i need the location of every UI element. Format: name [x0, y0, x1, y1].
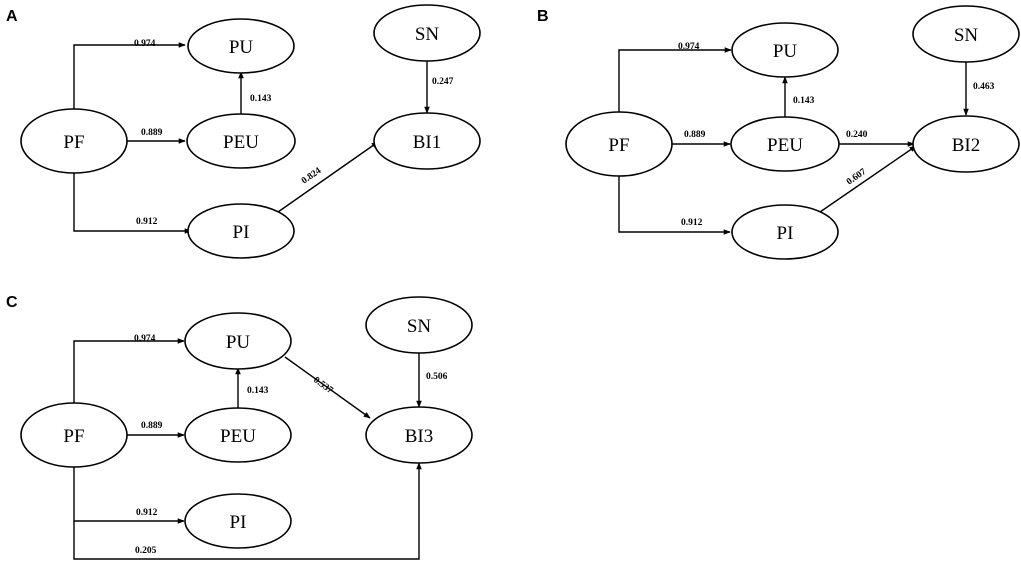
- node-bi: [365, 406, 473, 464]
- node-pu: [184, 312, 292, 370]
- edge-label-pf-peu: 0.889: [684, 130, 706, 140]
- node-label-pf: PF: [608, 135, 629, 156]
- edge-label-pf-bi: 0.205: [135, 546, 157, 556]
- node-pf: [20, 108, 128, 174]
- edge-pf-pi: [73, 172, 192, 234]
- node-label-pi: PI: [777, 223, 794, 244]
- node-pi: [184, 493, 292, 549]
- node-sn: [373, 4, 481, 62]
- node-label-pi: PI: [230, 512, 247, 533]
- edge-label-peu-pu: 0.143: [250, 94, 272, 104]
- edge-pf-pu: [73, 42, 186, 109]
- node-label-peu: PEU: [220, 426, 256, 447]
- node-pu: [187, 18, 295, 74]
- node-label-pu: PU: [229, 37, 254, 58]
- edge-label-pi-bi: 0.607: [845, 167, 868, 188]
- node-peu: [184, 407, 292, 463]
- node-pi: [187, 203, 295, 259]
- node-bi: [373, 112, 481, 170]
- node-label-sn: SN: [415, 24, 440, 45]
- edge-pf-pi: [618, 175, 731, 235]
- edge-label-pf-peu: 0.889: [141, 421, 163, 431]
- node-pu: [731, 22, 839, 78]
- node-label-bi: BI3: [405, 426, 434, 447]
- edge-label-peu-pu: 0.143: [793, 96, 815, 106]
- panel-a: A 0.974 0.889 0.143 0.912 0.247 0.824 PF…: [6, 4, 481, 259]
- node-peu: [730, 116, 840, 172]
- node-label-sn: SN: [954, 25, 979, 46]
- panel-b: B 0.974 0.889 0.143 0.912 0.463 0.240 0.…: [537, 5, 1020, 260]
- edge-pi-bi: [819, 145, 917, 213]
- node-label-sn: SN: [407, 316, 432, 337]
- edge-pi-bi: [277, 141, 379, 213]
- edge-label-sn-bi: 0.247: [432, 77, 454, 87]
- panel-letter-a: A: [6, 8, 18, 25]
- edge-label-pf-peu: 0.889: [141, 128, 163, 138]
- node-pi: [731, 204, 839, 260]
- node-label-peu: PEU: [767, 135, 803, 156]
- node-label-pf: PF: [63, 426, 84, 447]
- node-pf: [20, 402, 128, 468]
- edge-label-sn-bi: 0.463: [973, 82, 995, 92]
- edge-pf-pu: [73, 338, 185, 403]
- node-pf: [565, 111, 673, 177]
- node-label-peu: PEU: [223, 132, 259, 153]
- node-label-pu: PU: [226, 332, 251, 353]
- edge-pf-pu: [618, 47, 732, 112]
- edge-label-pf-pu: 0.974: [134, 334, 156, 344]
- node-peu: [186, 113, 296, 169]
- edge-label-pf-pi: 0.912: [136, 508, 158, 518]
- node-label-bi: BI2: [952, 135, 981, 156]
- node-label-pi: PI: [233, 222, 250, 243]
- node-bi: [912, 115, 1020, 173]
- edge-label-pf-pi: 0.912: [681, 218, 703, 228]
- edge-label-peu-pu: 0.143: [247, 386, 269, 396]
- edge-label-pf-pu: 0.974: [134, 39, 156, 49]
- edge-label-pf-pi: 0.912: [136, 217, 158, 227]
- edge-label-peu-bi: 0.240: [846, 130, 868, 140]
- node-label-pu: PU: [773, 41, 798, 62]
- edge-pf-pi: [73, 466, 185, 524]
- node-sn: [912, 5, 1020, 63]
- node-label-pf: PF: [63, 132, 84, 153]
- node-label-bi: BI1: [413, 132, 442, 153]
- edge-label-pf-pu: 0.974: [678, 42, 700, 52]
- panel-letter-c: C: [6, 294, 18, 311]
- edge-label-sn-bi: 0.506: [426, 372, 448, 382]
- panel-c: C 0.974 0.889 0.143 0.912 0.205 0.506 0.…: [6, 294, 473, 560]
- node-sn: [365, 296, 473, 354]
- edge-label-pu-bi: 0.537: [311, 375, 334, 396]
- panel-letter-b: B: [537, 8, 549, 25]
- edge-pu-bi: [284, 356, 371, 419]
- edge-pf-bi: [73, 462, 422, 560]
